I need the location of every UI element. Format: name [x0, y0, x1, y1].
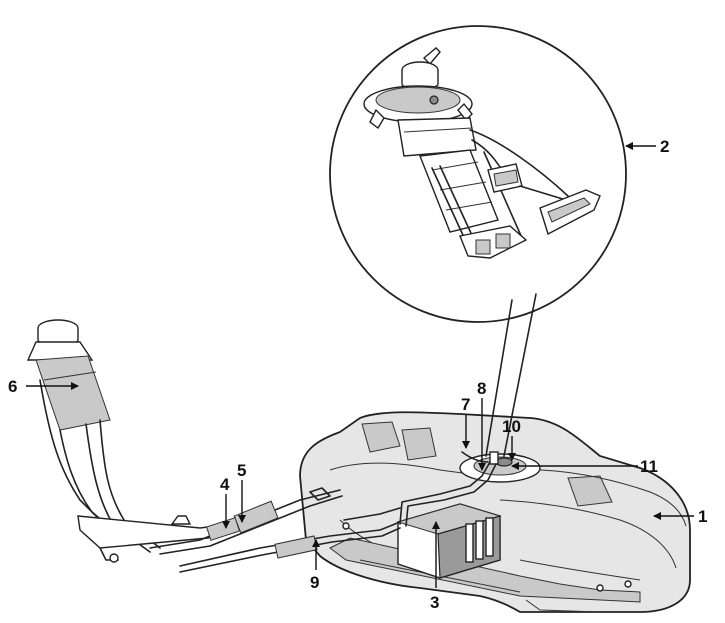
callout-5: 5 [237, 461, 246, 480]
callout-9: 9 [310, 573, 319, 592]
canister-ribs [465, 517, 494, 563]
callout-3: 3 [430, 593, 439, 612]
callout-2: 2 [660, 137, 669, 156]
canister [396, 503, 502, 579]
callout-6: 6 [8, 377, 17, 396]
callout-1: 1 [698, 507, 707, 526]
callout-11: 11 [640, 457, 658, 476]
callout-7: 7 [461, 395, 470, 414]
callout-4: 4 [220, 475, 230, 494]
callout-numbers: 1 2 3 4 5 6 7 8 9 10 11 [8, 137, 707, 612]
fuel-tank [299, 411, 691, 613]
mounting-bracket [77, 515, 238, 563]
fuel-pump-module [363, 47, 601, 259]
callout-10: 10 [502, 417, 521, 436]
fuel-lines [149, 451, 497, 573]
callout-8: 8 [477, 379, 486, 398]
leader-lines [26, 142, 694, 588]
